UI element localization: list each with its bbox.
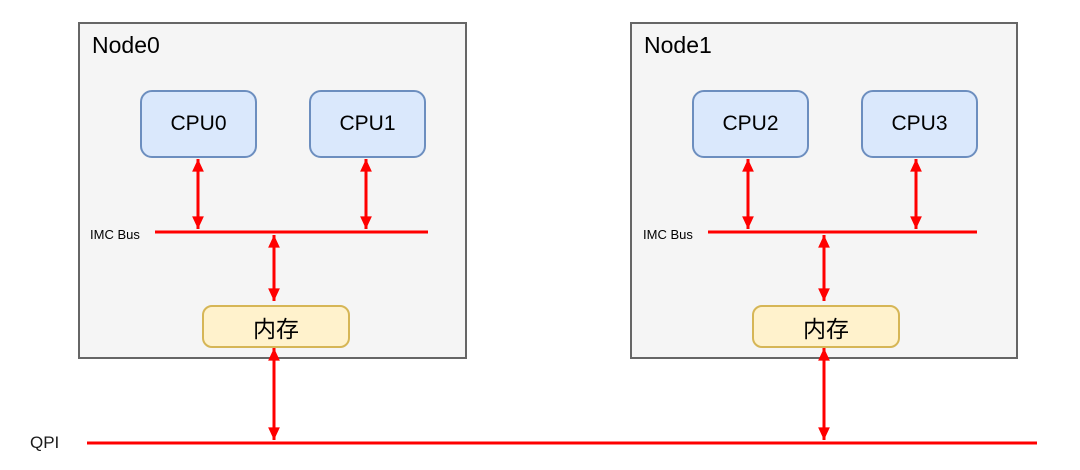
cpu0-label: CPU0 xyxy=(170,112,227,135)
cpu3-box: CPU3 xyxy=(861,90,978,158)
node0-imc-bus-label: IMC Bus xyxy=(90,227,140,242)
cpu1-box: CPU1 xyxy=(309,90,426,158)
cpu1-label: CPU1 xyxy=(339,112,396,135)
node1-imc-bus-label: IMC Bus xyxy=(643,227,693,242)
node0-title: Node0 xyxy=(92,32,160,58)
qpi-label: QPI xyxy=(30,433,60,452)
cpu3-label: CPU3 xyxy=(891,112,948,135)
node0-box: Node0 CPU0 CPU1 IMC Bus 内存 xyxy=(78,22,467,359)
node0-memory-label: 内存 xyxy=(253,315,299,342)
node1-memory-label: 内存 xyxy=(803,315,849,342)
cpu2-label: CPU2 xyxy=(722,112,779,135)
node1-memory-box: 内存 xyxy=(752,305,900,348)
node1-box: Node1 CPU2 CPU3 IMC Bus 内存 xyxy=(630,22,1018,359)
node0-memory-box: 内存 xyxy=(202,305,350,348)
node1-title: Node1 xyxy=(644,32,712,58)
cpu2-box: CPU2 xyxy=(692,90,809,158)
cpu0-box: CPU0 xyxy=(140,90,257,158)
